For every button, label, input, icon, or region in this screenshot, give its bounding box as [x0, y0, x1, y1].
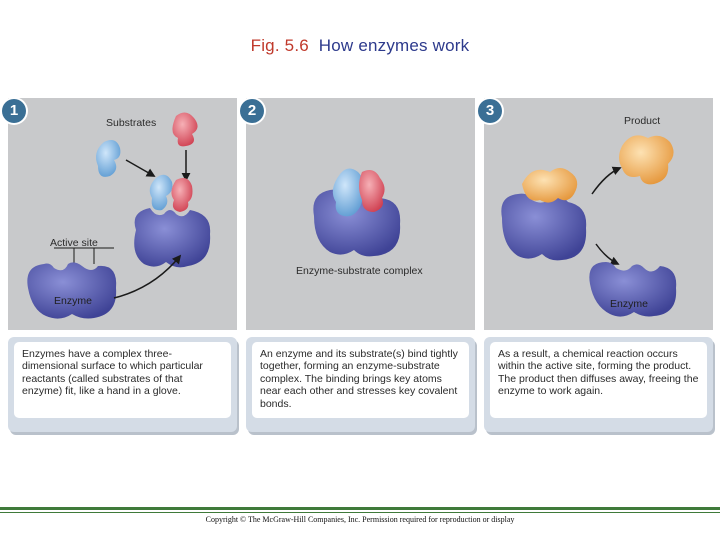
caption-3-box: As a result, a chemical reaction occurs … — [484, 337, 713, 432]
enzyme-lower — [27, 262, 116, 318]
figure-title-text: How enzymes work — [319, 36, 470, 55]
caption-3: As a result, a chemical reaction occurs … — [490, 342, 707, 418]
complex-label: Enzyme-substrate complex — [296, 265, 423, 277]
panel-2: Enzyme-substrate complex — [246, 98, 475, 330]
figure-number: Fig. 5.6 — [251, 36, 309, 55]
copyright-notice: Copyright © The McGraw-Hill Companies, I… — [0, 515, 720, 524]
product-label: Product — [624, 115, 660, 127]
enzyme-with-product — [501, 194, 586, 261]
footer-rule — [0, 507, 720, 510]
step-2-badge: 2 — [240, 99, 264, 123]
product-free — [619, 135, 674, 184]
enzyme-label: Enzyme — [54, 295, 92, 307]
panel-1: Substrates Active site Enzyme — [8, 98, 237, 330]
enzyme-label-3: Enzyme — [610, 298, 648, 310]
enzyme-upper — [134, 208, 210, 267]
caption-1: Enzymes have a complex three-dimensional… — [14, 342, 231, 418]
caption-2-box: An enzyme and its substrate(s) bind tigh… — [246, 337, 475, 432]
active-site-label: Active site — [50, 237, 98, 249]
step-1-badge: 1 — [2, 99, 26, 123]
substrate-red — [172, 112, 197, 146]
caption-1-box: Enzymes have a complex three-dimensional… — [8, 337, 237, 432]
substrates-label: Substrates — [106, 117, 156, 129]
footer-rule-thin — [0, 512, 720, 513]
figure-title: Fig. 5.6 How enzymes work — [0, 36, 720, 56]
substrate-blue — [96, 140, 120, 177]
step-3-badge: 3 — [478, 99, 502, 123]
panel-3: Product Enzyme — [484, 98, 713, 330]
caption-2: An enzyme and its substrate(s) bind tigh… — [252, 342, 469, 418]
